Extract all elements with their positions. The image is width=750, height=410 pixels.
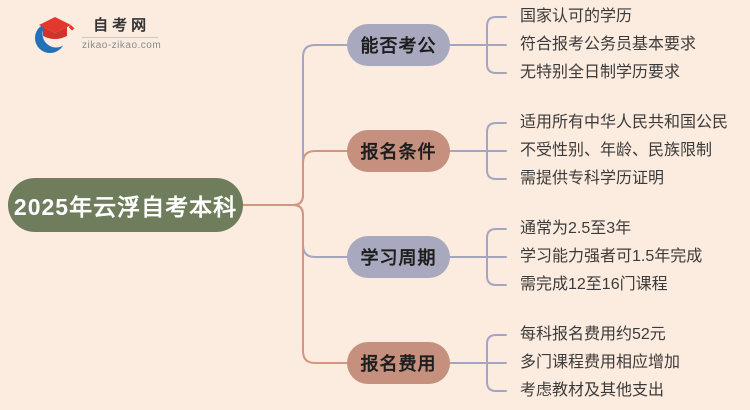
site-url: zikao-zikao.com	[82, 39, 162, 51]
leaf-item: 不受性别、年龄、民族限制	[520, 142, 713, 159]
leaf-bracket-branch-2	[449, 122, 507, 180]
leaf-item: 国家认可的学历	[520, 8, 633, 25]
leaf-item: 需完成12至16门课程	[520, 276, 668, 293]
site-name: 自考网	[93, 16, 151, 34]
leaf-item: 适用所有中华人民共和国公民	[520, 114, 729, 131]
graduation-cap-icon	[35, 17, 75, 53]
leaf-item: 符合报考公务员基本要求	[520, 36, 697, 53]
connector-branch-3	[242, 204, 348, 258]
leaf-item: 无特别全日制学历要求	[520, 64, 681, 81]
leaf-bracket-branch-3	[449, 228, 507, 286]
branch-node-kaogong: 能否考公	[347, 24, 450, 66]
leaf-item: 学习能力强者可1.5年完成	[520, 248, 703, 265]
leaf-bracket-branch-4	[449, 334, 507, 392]
branch-node-xuexi-zhouqi: 学习周期	[347, 236, 450, 278]
leaf-item: 需提供专科学历证明	[520, 170, 665, 187]
leaf-bracket-branch-1	[449, 16, 507, 74]
leaf-item: 考虑教材及其他支出	[520, 382, 665, 399]
root-node: 2025年云浮自考本科	[8, 178, 243, 232]
branch-node-baoming-tiaojian: 报名条件	[347, 130, 450, 172]
branch-node-baoming-feiyong: 报名费用	[347, 342, 450, 384]
site-logo: 自考网 zikao-zikao.com	[34, 12, 161, 56]
connector-branch-2	[242, 150, 348, 206]
connector-branch-1	[242, 44, 348, 206]
leaf-item: 通常为2.5至3年	[520, 220, 632, 237]
leaf-item: 多门课程费用相应增加	[520, 354, 681, 371]
leaf-item: 每科报名费用约52元	[520, 326, 666, 343]
logo-divider	[82, 36, 158, 38]
connector-branch-4	[242, 204, 348, 364]
